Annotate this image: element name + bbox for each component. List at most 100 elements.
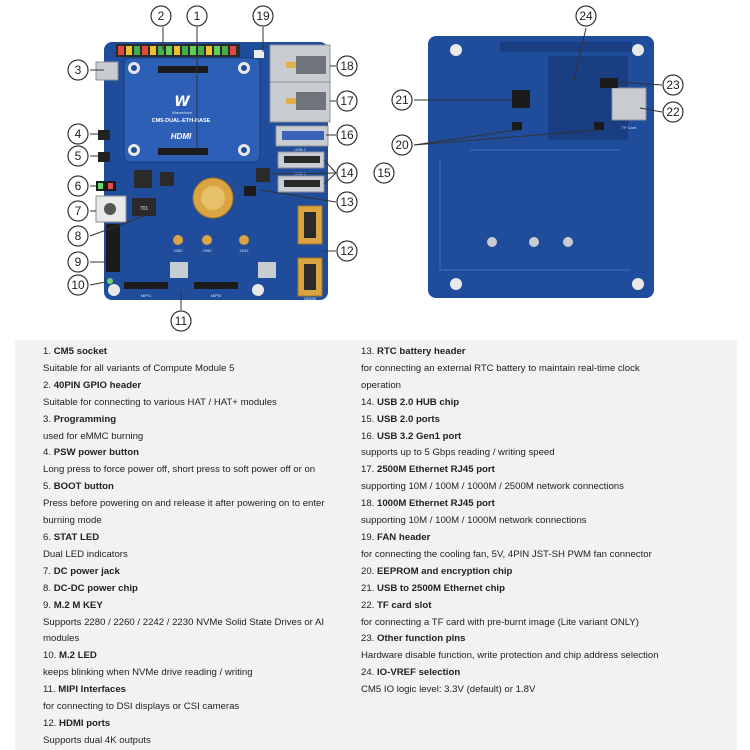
callout-23: 23	[666, 78, 680, 92]
spec-item-title: RTC battery header	[377, 346, 466, 357]
tf-slot	[611, 87, 647, 121]
callout-19: 19	[256, 9, 270, 23]
spec-item-title: 1000M Ethernet RJ45 port	[377, 498, 495, 510]
spec-item: 17. 2500M Ethernet RJ45 port	[361, 462, 731, 479]
board-diagram: W Waveshare CM5-DUAL-ETH-BASE HDMI USB 2…	[67, 5, 684, 332]
spec-item-number: 6.	[43, 531, 52, 543]
spec-item: 2. 40PIN GPIO header	[43, 378, 373, 395]
spec-item: 14. USB 2.0 HUB chip	[361, 395, 731, 412]
callout-17: 17	[340, 94, 354, 108]
m2-slot	[106, 224, 120, 272]
callout-14: 14	[340, 166, 354, 180]
spec-item-title: 2500M Ethernet RJ45 port	[377, 464, 495, 476]
spec-item-title: Programming	[53, 413, 117, 425]
spec-item-title: IO-VREF selection	[377, 667, 461, 679]
gpio-pins	[118, 46, 236, 55]
callout-lines	[89, 27, 663, 310]
spec-item-number: 20.	[361, 565, 375, 577]
spec-item: 22. TF card slot	[361, 598, 731, 615]
eeprom-chip	[512, 122, 522, 130]
spec-item-title: USB 3.2 Gen1 port	[377, 430, 462, 442]
spec-item-title: EEPROM and encryption chip	[377, 565, 513, 577]
m2-led	[107, 278, 113, 284]
spec-item-title: USB to 2500M Ethernet chip	[377, 582, 505, 594]
callout-1: 1	[194, 9, 201, 23]
usb-hub-chip	[256, 168, 270, 182]
callout-12: 12	[340, 244, 354, 258]
spec-item-description: Supports 2280 / 2260 / 2242 / 2230 NVMe …	[43, 616, 325, 628]
spec-item-description: operation	[361, 379, 402, 391]
spec-item-number: 24.	[361, 667, 375, 679]
spec-item-number: 10.	[43, 650, 57, 662]
spec-item: 21. USB to 2500M Ethernet chip	[361, 581, 731, 598]
spec-item-description: used for eMMC burning	[43, 430, 144, 442]
spec-item-title: M.2 M KEY	[53, 599, 103, 611]
spec-item-number: 19.	[361, 531, 375, 543]
spec-item-description: Hardware disable function, write protect…	[361, 650, 659, 662]
callout-15: 15	[377, 166, 391, 180]
spec-item: 8. DC-DC power chip	[43, 581, 373, 598]
hdmi-silk: HDMI0	[304, 296, 317, 301]
spec-item-description: Long press to force power off, short pre…	[43, 464, 316, 476]
usb-eth-chip	[512, 90, 530, 108]
spec-item-title: TF card slot	[377, 599, 432, 611]
mipi-connector-2	[194, 282, 238, 289]
callout-numbers: 2 1 19 3 18 17 16 14 15 13 12 4 5 6 7 8 …	[71, 9, 680, 328]
m2-silk-2280: 2280	[174, 248, 184, 253]
callout-24: 24	[579, 9, 593, 23]
spec-item-description: Press before powering on and release it …	[43, 498, 325, 510]
spec-item: 6. STAT LED	[43, 530, 373, 547]
spec-item: 15. USB 2.0 ports	[361, 412, 731, 429]
callout-20: 20	[395, 138, 409, 152]
spec-item-title: PSW power button	[53, 447, 139, 459]
mipi-connector-1	[124, 282, 168, 289]
spec-item: 20. EEPROM and encryption chip	[361, 564, 731, 581]
spec-item: 11. MIPI Interfaces	[43, 682, 373, 699]
spec-item-description: for connecting a TF card with pre-burnt …	[361, 616, 639, 628]
dcdc-chip	[132, 198, 156, 216]
spec-item-title: MIPI Interfaces	[58, 684, 127, 696]
spec-item-number: 8.	[43, 582, 52, 594]
boot-button	[98, 152, 110, 162]
spec-item-title: FAN header	[377, 531, 431, 543]
spec-item-description: supporting 10M / 100M / 1000M / 2500M ne…	[361, 481, 624, 493]
brand-text: Waveshare	[172, 110, 193, 115]
spec-item-title: DC power jack	[53, 565, 120, 577]
spec-item-title: HDMI ports	[59, 717, 111, 729]
psw-button	[98, 130, 110, 140]
spec-item-description: keeps blinking when NVMe drive reading /…	[43, 667, 253, 679]
cm5-connector-top	[158, 66, 208, 73]
tf-silk: TF Card	[622, 125, 637, 130]
spec-item-number: 12.	[43, 717, 57, 729]
callout-6: 6	[75, 179, 82, 193]
callout-16: 16	[340, 128, 354, 142]
spec-item-description: for connecting to DSI displays or CSI ca…	[43, 701, 240, 713]
spec-item-title: Other function pins	[377, 633, 466, 645]
spec-item-description: Dual LED indicators	[43, 548, 128, 560]
spec-item: 3. Programming	[43, 412, 373, 429]
spec-item-description: supports up to 5 Gbps reading / writing …	[361, 447, 555, 459]
waveshare-logo: W	[174, 94, 190, 110]
spec-item: 10. M.2 LED	[43, 648, 373, 665]
front-board: W Waveshare CM5-DUAL-ETH-BASE HDMI USB 2…	[95, 42, 331, 301]
spec-item: 4. PSW power button	[43, 445, 373, 462]
spec-item-title: STAT LED	[53, 531, 100, 543]
svg-text:W: W	[174, 94, 190, 110]
spec-item-title: USB 2.0 HUB chip	[377, 396, 460, 408]
spec-item-description: CM5 IO logic level: 3.3V (default) or 1.…	[361, 684, 536, 696]
spec-item: 5. BOOT button	[43, 479, 373, 496]
callout-7: 7	[75, 204, 82, 218]
spec-item-number: 14.	[361, 396, 375, 408]
spec-item-number: 22.	[361, 599, 375, 611]
callout-9: 9	[75, 255, 82, 269]
dcdc-chip-label: 701	[140, 206, 149, 212]
spec-item: 9. M.2 M KEY	[43, 598, 373, 615]
spec-item-number: 7.	[43, 565, 52, 577]
spec-item-description: for connecting the cooling fan, 5V, 4PIN…	[361, 548, 652, 560]
spec-item: 1. CM5 socket	[43, 344, 373, 361]
callout-13: 13	[340, 195, 354, 209]
cm5-module	[123, 57, 261, 163]
spec-item-title: CM5 socket	[53, 346, 108, 357]
callout-circles	[67, 5, 684, 332]
